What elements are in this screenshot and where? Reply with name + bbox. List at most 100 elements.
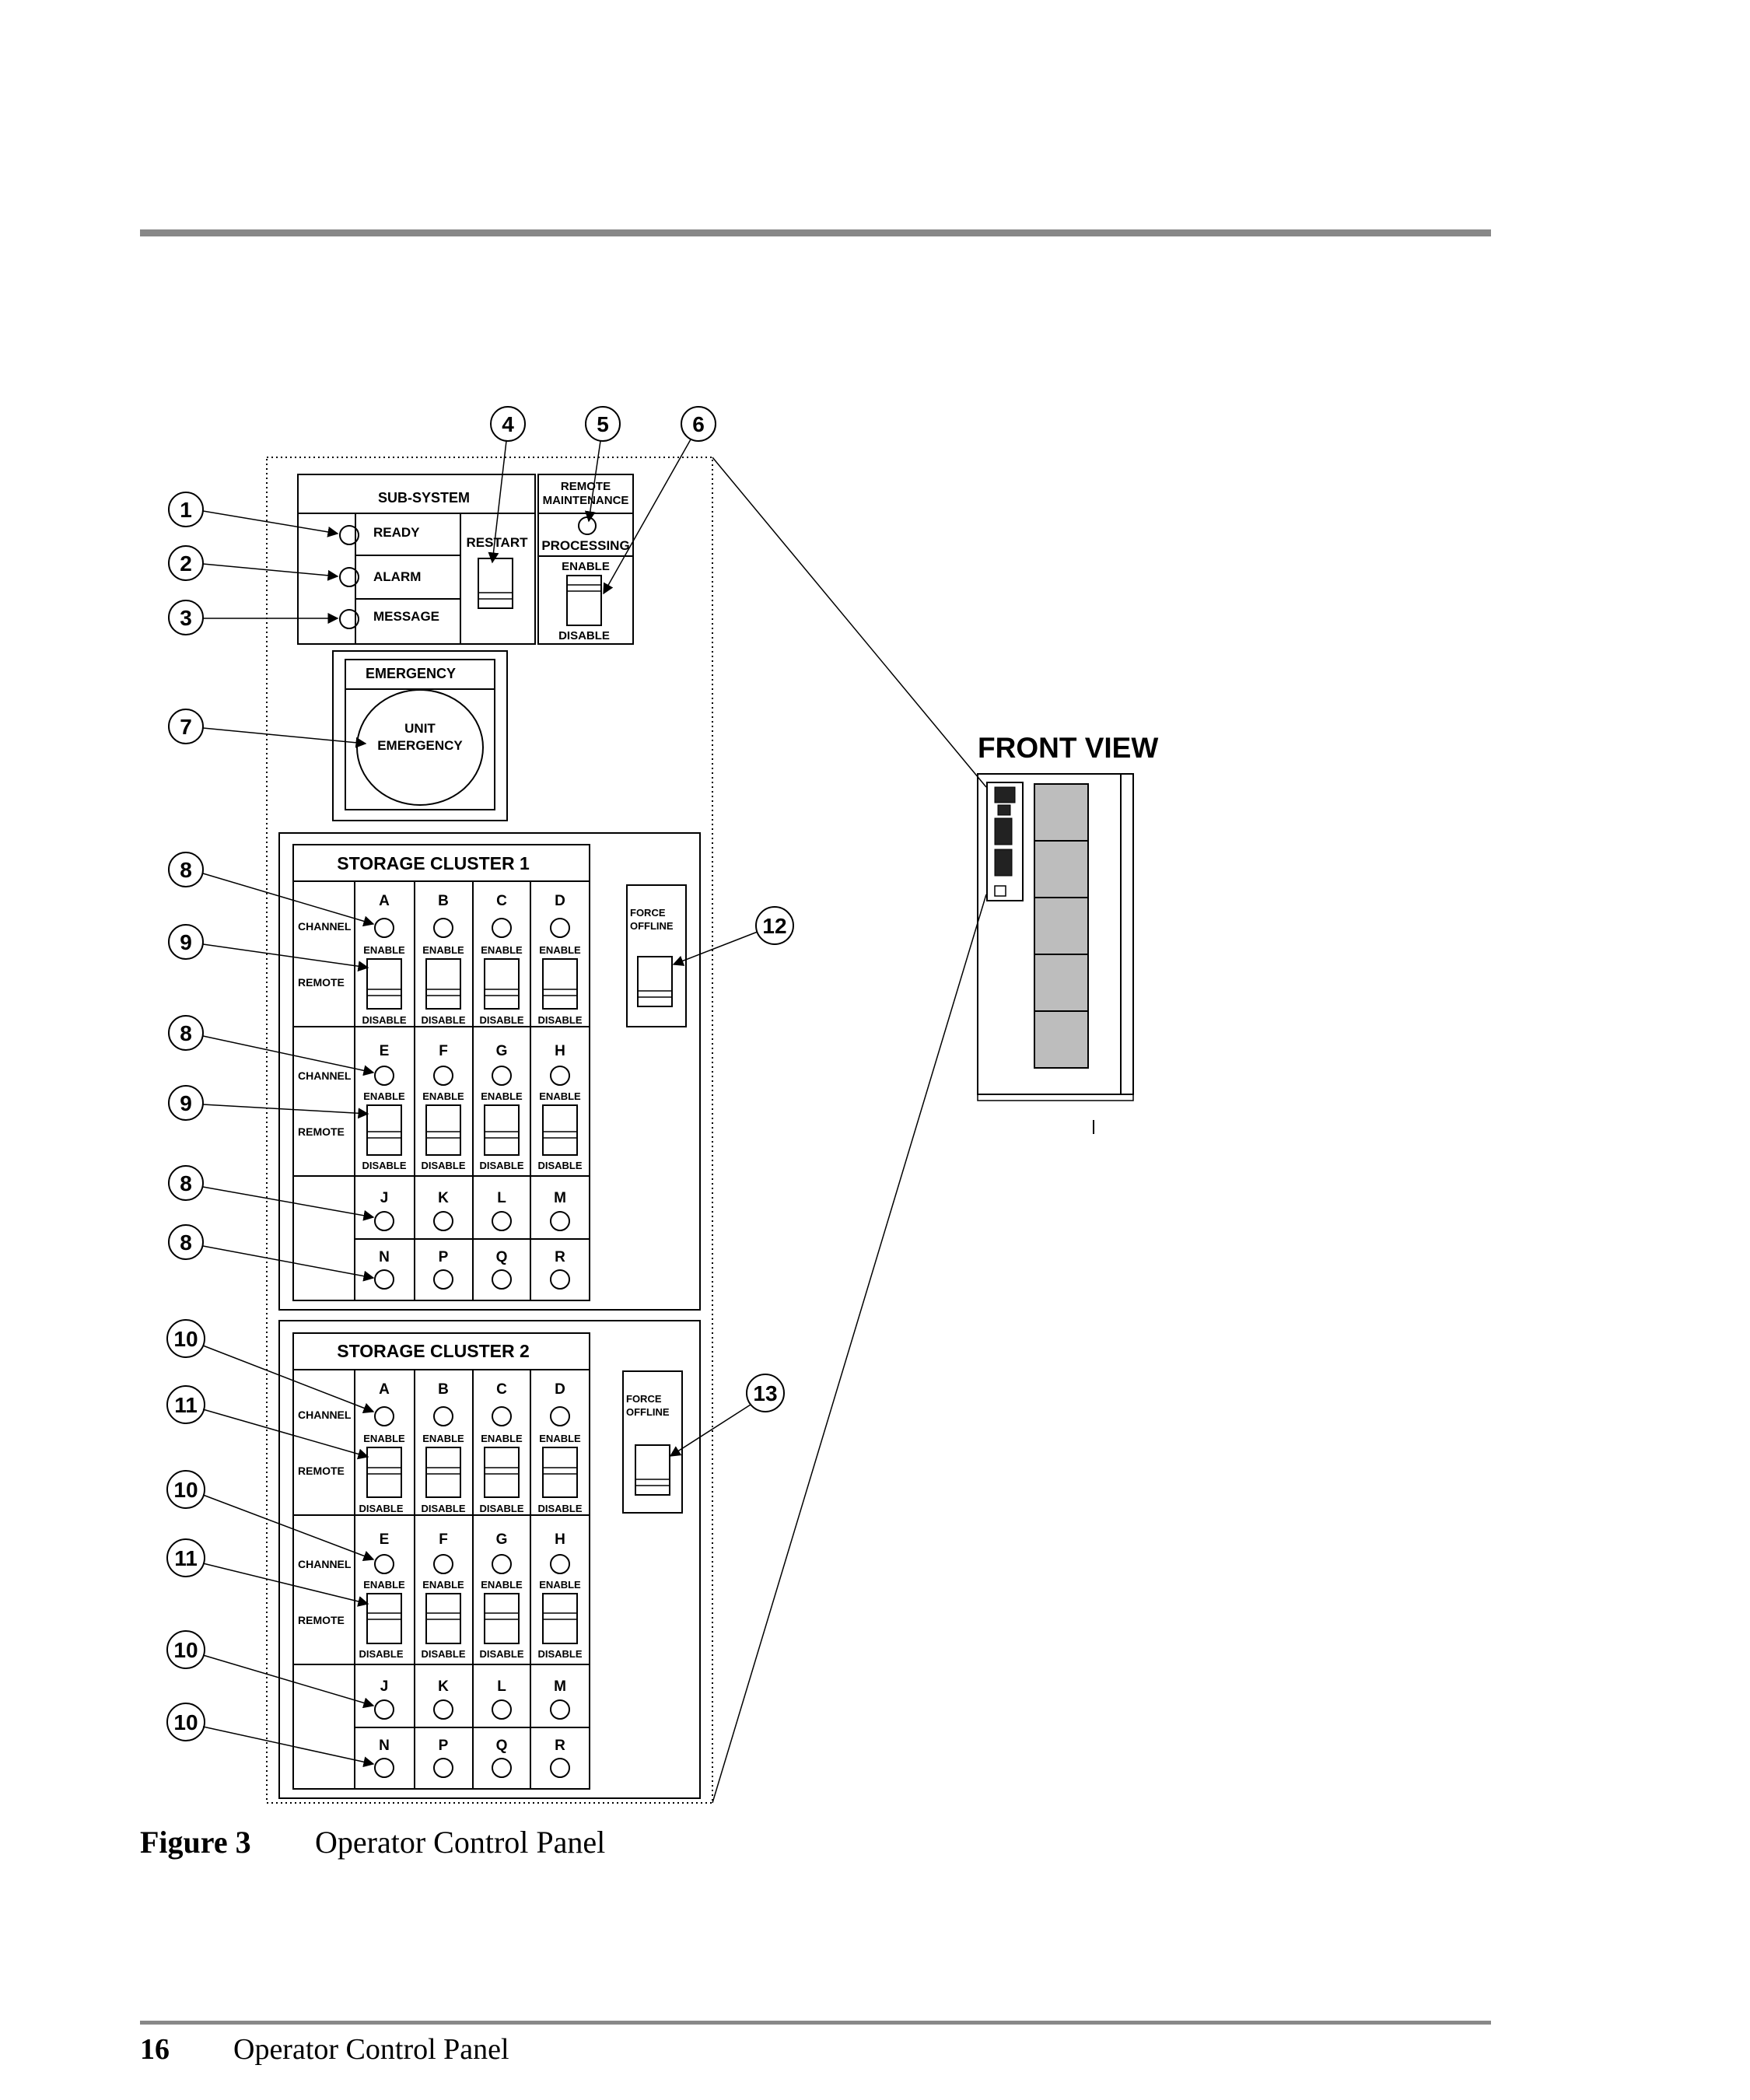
callout-4: 4	[488, 406, 526, 564]
callout-10d: 10	[166, 1703, 375, 1768]
front-view: FRONT VIEW	[977, 732, 1158, 1134]
cluster-1-switch-g	[484, 1104, 520, 1156]
cluster-2-channel-label-2: CHANNEL	[298, 1558, 352, 1570]
cluster-2-lamp-l	[492, 1699, 512, 1720]
cluster-2-channel-j: J	[380, 1678, 389, 1695]
cluster-2-enable-c: ENABLE	[481, 1433, 523, 1444]
svg-text:3: 3	[180, 606, 192, 630]
svg-text:8: 8	[180, 858, 192, 882]
cluster-1-channel-label-1: CHANNEL	[298, 920, 352, 933]
cluster-1-channel-g: G	[496, 1043, 508, 1059]
cluster-2-switch-e	[366, 1593, 402, 1644]
cluster-2-enable-a: ENABLE	[363, 1433, 405, 1444]
cluster-1-channel-h: H	[555, 1043, 565, 1059]
ready-lamp	[339, 525, 359, 545]
cluster-1-enable-h: ENABLE	[539, 1090, 581, 1102]
svg-text:10: 10	[173, 1327, 198, 1351]
callout-11b: 11	[166, 1538, 369, 1607]
cluster-2-disable-c: DISABLE	[479, 1503, 523, 1514]
cluster-2-force-offline: FORCE OFFLINE	[622, 1370, 683, 1514]
restart-label: RESTART	[466, 535, 528, 550]
callout-10a: 10	[166, 1319, 375, 1413]
cluster-1-lamp-j	[374, 1211, 394, 1231]
cluster-1-force-label: FORCE	[630, 907, 666, 919]
svg-text:2: 2	[180, 551, 192, 576]
cluster-1-switch-b	[425, 958, 461, 1010]
cluster-2-channel-p: P	[439, 1738, 449, 1754]
cluster-1-switch-d	[542, 958, 578, 1010]
callout-5: 5	[584, 406, 621, 523]
cluster-2-disable-a: DISABLE	[359, 1503, 403, 1514]
cluster-1-enable-e: ENABLE	[363, 1090, 405, 1102]
cluster-2-enable-f: ENABLE	[422, 1579, 464, 1591]
callout-12: 12	[672, 906, 794, 966]
cluster-2-disable-g: DISABLE	[479, 1648, 523, 1660]
svg-text:10: 10	[173, 1638, 198, 1662]
svg-text:10: 10	[173, 1710, 198, 1734]
svg-text:7: 7	[180, 715, 192, 739]
callout-9b: 9	[168, 1085, 369, 1121]
cluster-1-lamp-r	[550, 1269, 570, 1290]
cluster-2-disable-d: DISABLE	[537, 1503, 582, 1514]
cluster-1-lamp-d	[550, 918, 570, 938]
cluster-1-switch-h	[542, 1104, 578, 1156]
cluster-1-channel-m: M	[554, 1190, 566, 1206]
front-view-title: FRONT VIEW	[978, 732, 1158, 764]
cluster-2-switch-a	[366, 1447, 402, 1498]
restart-switch	[478, 558, 513, 609]
cluster-2-channel-label-1: CHANNEL	[298, 1409, 352, 1421]
cluster-1-channel-label-2: CHANNEL	[298, 1069, 352, 1082]
callout-9a: 9	[168, 924, 369, 972]
svg-text:6: 6	[692, 412, 705, 436]
cluster-1-disable-e: DISABLE	[362, 1160, 406, 1171]
cluster-1-lamp-l	[492, 1211, 512, 1231]
svg-text:12: 12	[762, 914, 786, 938]
cluster-1-channel-f: F	[439, 1043, 448, 1059]
remote-maint-line2: MAINTENANCE	[543, 494, 629, 507]
cluster-1-title: STORAGE CLUSTER 1	[337, 853, 530, 873]
callout-3: 3	[168, 600, 339, 635]
cluster-1-lamp-h	[550, 1066, 570, 1086]
cluster-2-channel-k: K	[438, 1678, 449, 1695]
cluster-2-channel-e: E	[380, 1531, 390, 1548]
cluster-2-channel-d: D	[555, 1381, 565, 1398]
cluster-1-switch-c	[484, 958, 520, 1010]
cluster-2-switch-h	[542, 1593, 578, 1644]
cluster-2-channel-h: H	[555, 1531, 565, 1548]
callout-13: 13	[669, 1374, 785, 1457]
cluster-1-channel-e: E	[380, 1043, 390, 1059]
cluster-1-channel-p: P	[439, 1249, 449, 1265]
cluster-2-channel-a: A	[379, 1381, 390, 1398]
cluster-2-switch-d	[542, 1447, 578, 1498]
cluster-2-channel-l: L	[497, 1678, 506, 1695]
cluster-1-channel-r: R	[555, 1249, 565, 1265]
remote-maint-line1: REMOTE	[561, 480, 611, 493]
cluster-2-channel-g: G	[496, 1531, 508, 1548]
callout-6: 6	[603, 406, 716, 595]
cluster-1-force-offline: FORCE OFFLINE	[626, 884, 687, 1027]
cluster-2-disable-h: DISABLE	[537, 1648, 582, 1660]
cluster-1-switch-a	[366, 958, 402, 1010]
cluster-1-switch-e	[366, 1104, 402, 1156]
svg-text:11: 11	[174, 1546, 198, 1570]
callout-8c: 8	[168, 1165, 375, 1221]
svg-text:9: 9	[180, 930, 192, 954]
cluster-1-disable-a: DISABLE	[362, 1014, 406, 1026]
figure-label: Figure 3	[140, 1825, 251, 1860]
page-number: 16	[140, 2033, 170, 2066]
cluster-1-enable-g: ENABLE	[481, 1090, 523, 1102]
cluster-2-switch-b	[425, 1447, 461, 1498]
zoom-line-bottom	[712, 894, 987, 1804]
cluster-1-lamp-q	[492, 1269, 512, 1290]
cluster-2-disable-e: DISABLE	[359, 1648, 403, 1660]
footer-title: Operator Control Panel	[233, 2033, 509, 2066]
storage-cluster-2: STORAGE CLUSTER 2 CHANNEL REMOTE CHANNEL…	[278, 1320, 701, 1799]
cluster-2-lamp-h	[550, 1554, 570, 1574]
cluster-2-disable-b: DISABLE	[421, 1503, 465, 1514]
front-view-panel-area	[986, 782, 1024, 901]
cluster-1-lamp-a	[374, 918, 394, 938]
cluster-1-remote-label-1: REMOTE	[298, 976, 345, 989]
callout-8d: 8	[168, 1224, 375, 1282]
cluster-2-disable-f: DISABLE	[421, 1648, 465, 1660]
